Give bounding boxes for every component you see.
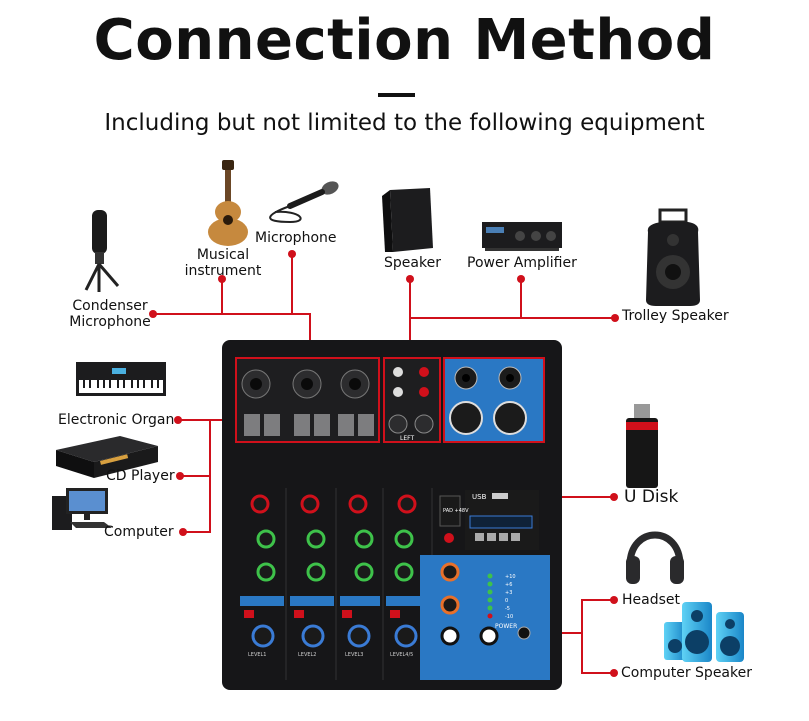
- audio-mixer: LEFT: [222, 340, 562, 690]
- speaker-label: Speaker: [384, 255, 441, 271]
- page-title: Connection Method: [93, 8, 716, 73]
- condenser-microphone-label: Condenser Microphone: [69, 298, 151, 330]
- svg-text:LEVEL4/5: LEVEL4/5: [390, 652, 413, 658]
- svg-text:POWER: POWER: [495, 623, 517, 630]
- svg-text:0: 0: [505, 598, 508, 604]
- power-amplifier-label: Power Amplifier: [467, 255, 577, 271]
- svg-text:-10: -10: [505, 614, 513, 620]
- computer-icon: [52, 488, 112, 530]
- cd-player-icon: [56, 436, 158, 478]
- speaker-icon: [382, 188, 433, 252]
- line-line-inputs-bus: [183, 420, 211, 533]
- musical-instrument-label: Musical instrument: [184, 247, 262, 279]
- condenser-microphone-icon: [84, 210, 120, 292]
- computer-speaker-label: Computer Speaker: [621, 665, 752, 681]
- phantom-power-panel: [439, 495, 461, 527]
- phones-jack: [517, 626, 531, 640]
- line-headphone-bus: [581, 599, 612, 674]
- svg-text:LEVEL1: LEVEL1: [248, 652, 267, 658]
- headset-icon: [626, 531, 684, 584]
- headset-label: Headset: [622, 592, 681, 608]
- svg-text:PAD +48V: PAD +48V: [443, 508, 469, 514]
- svg-text:LEVEL3: LEVEL3: [345, 652, 364, 658]
- level-meter: [487, 573, 493, 619]
- computer-speaker-icon: [664, 602, 744, 662]
- cd-player-label: CD Player: [106, 468, 175, 484]
- usb-port: [492, 493, 508, 499]
- electronic-organ-icon: [76, 362, 166, 396]
- svg-text:LEVEL2: LEVEL2: [298, 652, 317, 658]
- microphone-icon: [269, 181, 339, 224]
- electronic-organ-label: Electronic Organ: [58, 412, 175, 428]
- power-amplifier-icon: [482, 222, 562, 251]
- trolley-speaker-icon: [646, 208, 700, 306]
- main-knob: [440, 626, 460, 646]
- svg-text:+3: +3: [505, 590, 512, 596]
- title-divider: [378, 93, 415, 97]
- connection-dots: [149, 250, 619, 677]
- microphone-label: Microphone: [255, 230, 337, 246]
- xlr-combo-jacks: [241, 369, 370, 399]
- acoustic-guitar-icon: [208, 160, 248, 246]
- u-disk-label: U Disk: [624, 487, 679, 507]
- usb-disk-icon: [626, 404, 658, 488]
- pad-hpf-switches: [244, 414, 374, 436]
- trolley-speaker-label: Trolley Speaker: [622, 308, 729, 324]
- left-label: LEFT: [400, 435, 414, 442]
- svg-text:-5: -5: [505, 606, 510, 612]
- display-screen: [469, 515, 533, 529]
- page-subtitle: Including but not limited to the followi…: [104, 110, 705, 136]
- computer-label: Computer: [104, 524, 174, 540]
- svg-text:+6: +6: [505, 582, 512, 588]
- phones-knob: [479, 626, 499, 646]
- svg-text:USB: USB: [472, 493, 487, 501]
- rca-jacks: [393, 367, 429, 397]
- svg-text:+10: +10: [505, 574, 516, 580]
- master-section: [420, 555, 550, 680]
